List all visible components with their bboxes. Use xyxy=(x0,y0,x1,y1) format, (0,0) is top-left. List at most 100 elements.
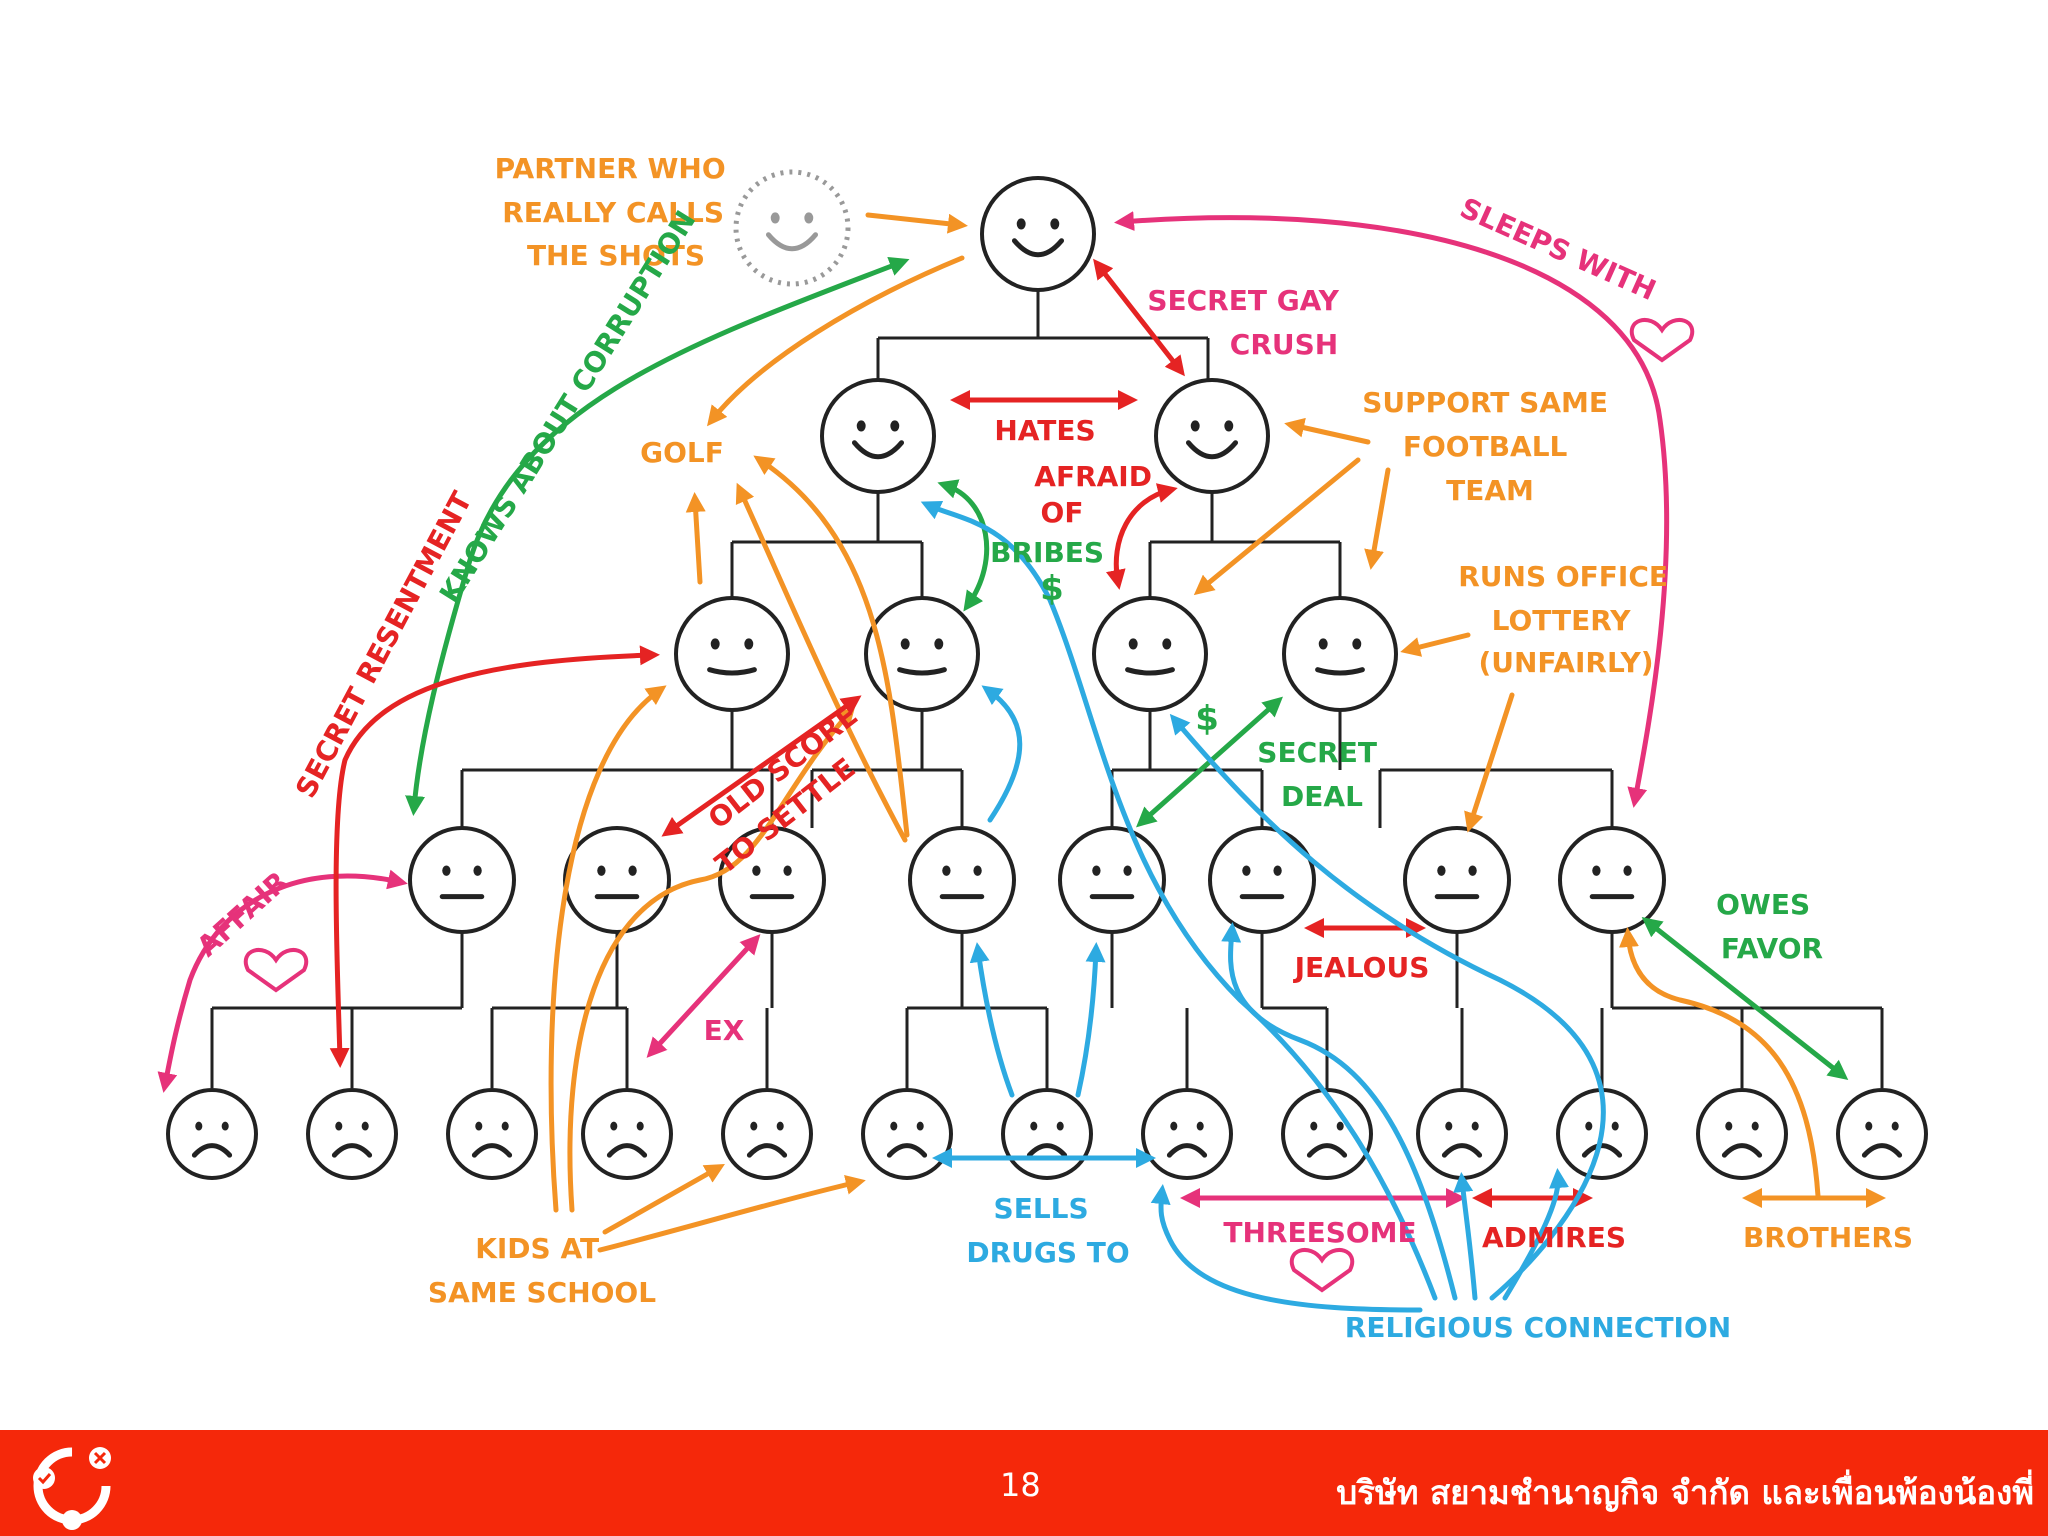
junior-face-icon xyxy=(1696,1088,1788,1180)
junior-face-icon xyxy=(581,1088,673,1180)
label-gay-crush-1: SECRET GAY xyxy=(1147,284,1339,317)
support-team-arrow-1 xyxy=(1284,417,1371,445)
label-secret-resentment: SECRET RESENTMENT xyxy=(289,486,478,803)
staff-face-icon xyxy=(563,826,671,934)
label-partner-2: REALLY CALLS xyxy=(502,196,724,229)
label-religious: RELIGIOUS CONNECTION xyxy=(1345,1311,1731,1344)
label-affair: AFFAIR xyxy=(191,865,295,963)
label-ex: EX xyxy=(704,1014,745,1047)
staff-face-icon xyxy=(908,826,1016,934)
label-support-3: TEAM xyxy=(1446,474,1534,507)
svg-text:BRIBES $: BRIBES $ xyxy=(990,536,1114,609)
label-owes-2: FAVOR xyxy=(1721,932,1823,965)
label-threesome: THREESOME xyxy=(1223,1216,1416,1249)
label-bribes: BRIBES xyxy=(990,536,1104,569)
bribes-arrow xyxy=(937,479,990,612)
label-support-1: SUPPORT SAME xyxy=(1362,386,1608,419)
religious-arrow-1 xyxy=(920,501,1438,1301)
lottery-arrow-2 xyxy=(1464,692,1515,833)
owes-favor-arrow xyxy=(1641,917,1849,1080)
label-lottery-3: (UNFAIRLY) xyxy=(1478,646,1653,679)
staff-face-icon xyxy=(1208,826,1316,934)
svg-text:PARTNER WHO REALLY CALLS: PARTNER WHO REALLY CALLS THE SHOTS xyxy=(495,152,736,272)
junior-face-icon xyxy=(1416,1088,1508,1180)
label-gay-crush-2: CRUSH xyxy=(1230,328,1338,361)
svg-text:AFRAID OF: AFRAID OF xyxy=(1034,460,1161,529)
page-number: 18 xyxy=(1000,1466,1041,1504)
partner-arrow xyxy=(865,212,968,234)
junior-face-icon xyxy=(166,1088,258,1180)
manager-face-icon xyxy=(1282,596,1398,712)
old-score-arrow xyxy=(661,695,862,837)
heart-icon xyxy=(243,948,309,993)
label-deal-2: DEAL xyxy=(1281,780,1363,813)
label-lottery-1: RUNS OFFICE xyxy=(1458,560,1668,593)
kids-school-arrow-3 xyxy=(602,1164,725,1235)
afraid-of-arrow xyxy=(1105,483,1178,590)
label-owes-1: OWES xyxy=(1716,888,1810,921)
lottery-arrow-1 xyxy=(1400,632,1471,657)
religious-arrow-2 xyxy=(1221,922,1458,1301)
junior-face-icon xyxy=(721,1088,813,1180)
secret-resentment-arrow xyxy=(329,645,660,1068)
religious-arrow-4 xyxy=(1169,713,1606,1301)
partner-face-icon xyxy=(733,169,851,287)
company-logo-icon xyxy=(33,1447,111,1530)
svg-text:SUPPORT SAME FOOTBALL: SUPPORT SAME FOOTBALL TEAM xyxy=(1362,386,1617,507)
label-deal-1: SECRET xyxy=(1257,736,1377,769)
svg-text:SELLS DRUGS TO: SELLS DRUGS TO xyxy=(966,1192,1129,1269)
staff-face-icon xyxy=(1403,826,1511,934)
label-support-2: FOOTBALL xyxy=(1403,430,1568,463)
sells-drugs-up-1 xyxy=(969,942,1015,1098)
junior-face-icon xyxy=(306,1088,398,1180)
svg-text:RUNS OFFICE LOTTERY: RUNS OFFICE LOTTERY (UNFAIRLY) xyxy=(1458,560,1678,679)
org-chart-lines xyxy=(210,290,1884,1088)
company-name: บริษัท สยามชำนาญกิจ จำกัด และเพื่อนพ้องน… xyxy=(1336,1473,2034,1512)
svg-text:KIDS AT SAME SCHOOL: KIDS AT SAME SCHOOL xyxy=(428,1232,656,1309)
manager-face-icon xyxy=(674,596,790,712)
label-afraid-1: AFRAID xyxy=(1034,460,1152,493)
label-afraid-2: OF xyxy=(1041,496,1084,529)
golf-arrow-up xyxy=(685,492,706,585)
staff-face-icon xyxy=(1558,826,1666,934)
label-drugs-2: DRUGS TO xyxy=(966,1236,1129,1269)
office-politics-diagram: PARTNER WHO REALLY CALLS THE SHOTS SLEEP… xyxy=(157,152,1928,1344)
director-face-icon xyxy=(820,378,936,494)
svg-text:$ SECRET DEAL: $ SECRET DEAL xyxy=(1195,699,1386,813)
junior-face-icon xyxy=(861,1088,953,1180)
label-deal-dollar: $ xyxy=(1195,699,1219,739)
junior-face-icon xyxy=(1141,1088,1233,1180)
religious-arrow-6 xyxy=(1150,1184,1423,1313)
label-bribes-dollar: $ xyxy=(1040,569,1064,609)
relationship-arrows xyxy=(157,211,1886,1313)
hearts xyxy=(243,318,1695,1293)
junior-face-icon xyxy=(446,1088,538,1180)
junior-face-icon xyxy=(1281,1088,1373,1180)
label-sleeps-with: SLEEPS WITH xyxy=(1455,191,1661,307)
staff-face-icon xyxy=(1058,826,1166,934)
sleeps-with-arrow xyxy=(1114,211,1670,808)
religious-arrow-3 xyxy=(1453,1172,1478,1301)
secret-gay-crush-arrow xyxy=(1093,258,1185,377)
affair-arrow xyxy=(157,869,408,1093)
ceo-face-icon xyxy=(980,176,1096,292)
footer-bar: 18 บริษัท สยามชำนาญกิจ จำกัด และเพื่อนพ้… xyxy=(0,1430,2048,1536)
label-admires: ADMIRES xyxy=(1482,1221,1626,1254)
manager-face-icon xyxy=(1092,596,1208,712)
ex-arrow xyxy=(646,934,761,1058)
svg-text:SECRET GAY CRUSH: SECRET GAY CRUSH xyxy=(1147,284,1348,361)
director-face-icon xyxy=(1154,378,1270,494)
label-brothers: BROTHERS xyxy=(1743,1221,1913,1254)
label-partner-3: THE SHOTS xyxy=(527,239,705,272)
junior-face-icon xyxy=(1001,1088,1093,1180)
label-lottery-2: LOTTERY xyxy=(1492,604,1632,637)
label-hates: HATES xyxy=(994,414,1095,447)
junior-face-icon xyxy=(1836,1088,1928,1180)
staff-face-icon xyxy=(408,826,516,934)
heart-icon xyxy=(1289,1248,1355,1293)
sells-drugs-up-2 xyxy=(1075,942,1106,1098)
label-golf: GOLF xyxy=(640,436,724,469)
kids-school-arrow-4 xyxy=(597,1174,866,1253)
label-drugs-1: SELLS xyxy=(994,1192,1089,1225)
label-partner-1: PARTNER WHO xyxy=(495,152,726,185)
